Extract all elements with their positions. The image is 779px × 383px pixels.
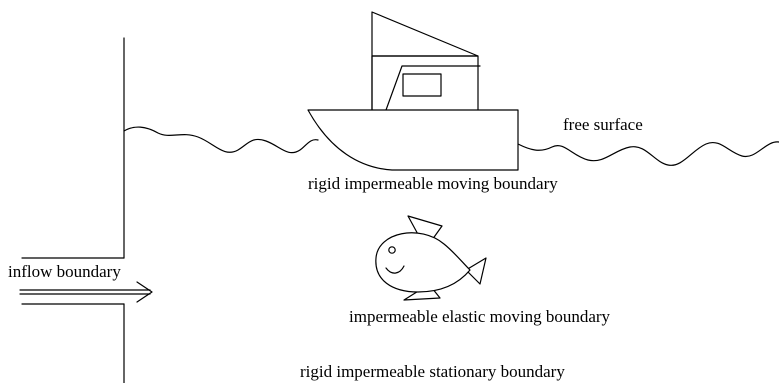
boat-boundary-label: rigid impermeable moving boundary: [308, 174, 558, 193]
fish-body: [375, 232, 471, 293]
boat-window-pane: [402, 73, 442, 97]
inflow-arrow-icon: [19, 281, 153, 303]
fish-top-fin: [407, 215, 443, 241]
boat-hull: [307, 109, 519, 171]
free-surface-label: free surface: [563, 115, 643, 134]
fish-eye: [388, 246, 396, 254]
fish-tail: [465, 257, 487, 285]
fish-bottom-fin: [403, 287, 441, 301]
boat-cabin: [371, 55, 479, 111]
stationary-boundary-label: rigid impermeable stationary boundary: [300, 362, 565, 381]
fish: [375, 215, 487, 301]
boat-sail: [371, 11, 479, 57]
boat-window: [385, 65, 481, 111]
free-surface-wave: [123, 126, 779, 166]
inflow-channel: [19, 257, 153, 305]
boat: [307, 11, 519, 171]
inflow-label: inflow boundary: [8, 262, 121, 281]
fish-mouth: [385, 265, 405, 274]
fish-boundary-label: impermeable elastic moving boundary: [349, 307, 611, 326]
